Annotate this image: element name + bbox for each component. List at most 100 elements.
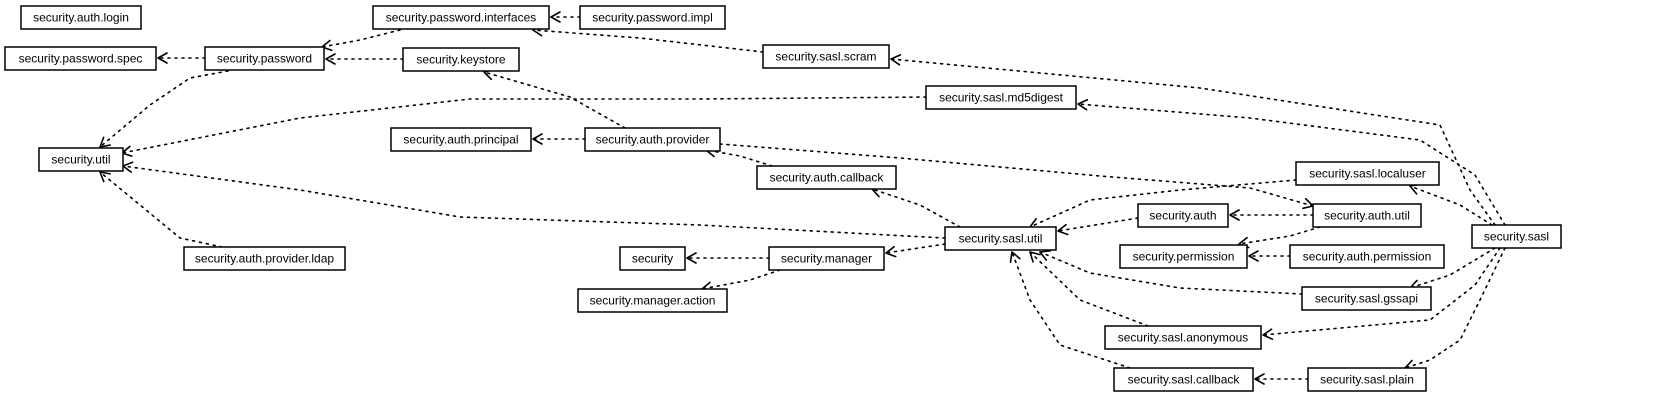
package-node-password-interfaces[interactable]: security.password.interfaces [372, 5, 550, 30]
package-node-keystore[interactable]: security.keystore [402, 47, 520, 72]
edge-password-interfaces-to-password [321, 29, 401, 52]
node-box [1301, 286, 1432, 311]
edge-sasl-callback-to-sasl-util [1009, 251, 1131, 369]
node-label: security.auth.permission [1303, 250, 1432, 264]
package-node-sasl-md5digest[interactable]: security.sasl.md5digest [925, 85, 1077, 110]
node-label: security.sasl.callback [1128, 373, 1241, 387]
node-box [402, 47, 520, 72]
package-node-auth-callback[interactable]: security.auth.callback [756, 165, 897, 190]
dependency-line [99, 70, 229, 148]
package-node-auth-provider[interactable]: security.auth.provider [584, 127, 721, 152]
package-node-security[interactable]: security [619, 246, 686, 271]
node-label: security.sasl.gssapi [1315, 292, 1418, 306]
package-node-sasl-callback[interactable]: security.sasl.callback [1113, 367, 1254, 392]
arrowhead [1262, 328, 1274, 340]
node-label: security.sasl.plain [1320, 373, 1414, 387]
node-label: security.keystore [416, 53, 505, 67]
package-node-sasl-util[interactable]: security.sasl.util [944, 226, 1057, 251]
dependency-line [705, 149, 773, 167]
node-label: security.sasl.scram [775, 50, 876, 64]
node-label: security.util [51, 153, 110, 167]
edge-sasl-to-sasl-scram [890, 54, 1496, 226]
package-node-auth-principal[interactable]: security.auth.principal [390, 127, 532, 152]
node-box [1289, 244, 1445, 269]
package-node-manager[interactable]: security.manager [768, 246, 885, 271]
dependency-line [871, 188, 961, 228]
edge-sasl-to-sasl-md5digest [1077, 98, 1506, 226]
dependency-line [321, 29, 401, 48]
node-label: security.permission [1133, 250, 1235, 264]
package-node-sasl-gssapi[interactable]: security.sasl.gssapi [1301, 286, 1432, 311]
dependency-line [1011, 251, 1131, 369]
edge-sasl-util-to-auth-callback [871, 186, 961, 228]
node-box [1471, 224, 1562, 249]
arrowhead [1057, 223, 1069, 236]
package-node-auth-permission[interactable]: security.auth.permission [1289, 244, 1445, 269]
node-label: security.password.interfaces [386, 11, 537, 25]
package-node-auth-util[interactable]: security.auth.util [1312, 203, 1422, 228]
node-box [577, 288, 728, 313]
dependency-line [99, 171, 223, 248]
arrowhead [1254, 373, 1265, 385]
package-node-auth[interactable]: security.auth [1137, 203, 1229, 228]
edge-sasl-anonymous-to-sasl-util [1029, 251, 1149, 327]
edge-sasl-to-sasl-anonymous [1262, 247, 1501, 340]
package-node-password-impl[interactable]: security.password.impl [579, 5, 726, 30]
package-node-sasl-anonymous[interactable]: security.sasl.anonymous [1104, 325, 1262, 350]
edge-sasl-util-to-manager [885, 243, 946, 258]
node-box [1312, 203, 1422, 228]
package-node-permission[interactable]: security.permission [1119, 244, 1248, 269]
edge-sasl-plain-to-sasl-callback [1254, 373, 1309, 385]
dependency-line [719, 143, 1314, 207]
node-box [20, 5, 142, 30]
dependency-line [1262, 247, 1501, 336]
package-node-util[interactable]: security.util [38, 147, 124, 172]
node-box [204, 46, 325, 71]
nodes-layer: security.auth.login security.password.spe… [4, 5, 1562, 392]
node-box [1113, 367, 1254, 392]
package-node-password-spec[interactable]: security.password.spec [4, 46, 157, 71]
node-box [183, 246, 346, 271]
node-box [762, 44, 890, 69]
node-label: security.sasl.anonymous [1118, 331, 1249, 345]
edge-auth-provider-ldap-to-util [99, 171, 223, 248]
package-node-sasl-plain[interactable]: security.sasl.plain [1307, 367, 1427, 392]
package-node-password[interactable]: security.password [204, 46, 325, 71]
node-label: security.sasl.util [959, 232, 1043, 246]
package-node-sasl-localuser[interactable]: security.sasl.localuser [1295, 161, 1440, 186]
arrowhead [99, 136, 111, 148]
node-label: security.password.impl [592, 11, 712, 25]
package-node-auth-provider-ldap[interactable]: security.auth.provider.ldap [183, 246, 346, 271]
package-node-sasl[interactable]: security.sasl [1471, 224, 1562, 249]
arrowhead [1077, 98, 1089, 111]
package-node-manager-action[interactable]: security.manager.action [577, 288, 728, 313]
node-label: security.auth.callback [770, 171, 885, 185]
node-box [579, 5, 726, 30]
edge-password-to-password-spec [157, 52, 206, 64]
node-label: security.auth [1149, 209, 1216, 223]
node-label: security.password.spec [19, 52, 143, 66]
arrowhead [99, 171, 111, 183]
node-label: security.auth.util [1324, 209, 1410, 223]
dependency-line [1404, 247, 1506, 369]
node-box [1119, 244, 1248, 269]
arrowhead [890, 54, 902, 66]
arrowhead [1409, 183, 1421, 195]
node-label: security.manager.action [590, 294, 716, 308]
node-label: security.auth.principal [403, 133, 518, 147]
node-box [1295, 161, 1440, 186]
edges-layer [99, 11, 1506, 385]
node-box [768, 246, 885, 271]
dependency-line [1039, 251, 1303, 295]
dependency-line [1238, 226, 1321, 245]
package-node-auth-login[interactable]: security.auth.login [20, 5, 142, 30]
package-node-sasl-scram[interactable]: security.sasl.scram [762, 44, 890, 69]
dependency-line [1029, 251, 1149, 327]
dependency-line [483, 71, 626, 129]
arrowhead [1039, 250, 1052, 261]
node-box [390, 127, 532, 152]
node-box [38, 147, 124, 172]
dependency-line [1057, 217, 1139, 232]
node-box [1137, 203, 1229, 228]
